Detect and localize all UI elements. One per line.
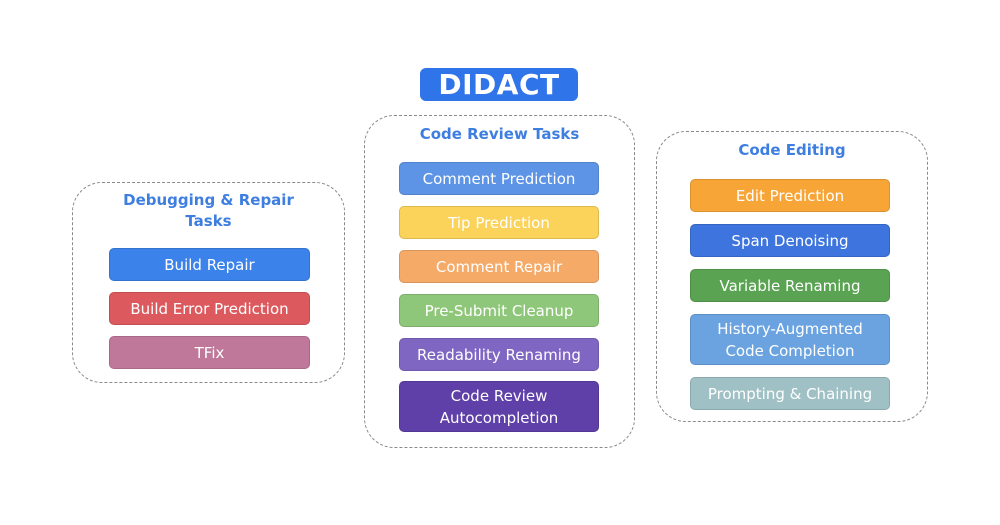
task-history-line1: History-Augmented (717, 319, 863, 338)
task-build-repair: Build Repair (109, 248, 310, 281)
task-variable-renaming: Variable Renaming (690, 269, 890, 302)
group-title-debugging-line2: Tasks (185, 212, 232, 230)
group-code-review: Code Review Tasks Comment Prediction Tip… (364, 115, 635, 448)
group-title-code-review: Code Review Tasks (419, 125, 580, 143)
task-readability-renaming: Readability Renaming (399, 338, 599, 371)
group-code-editing: Code Editing Edit Prediction Span Denois… (656, 131, 928, 422)
group-title-debugging-line1: Debugging & Repair (123, 191, 294, 209)
task-build-error-prediction: Build Error Prediction (109, 292, 310, 325)
task-code-review-line1: Code Review (450, 386, 548, 405)
task-tip-prediction: Tip Prediction (399, 206, 599, 239)
group-debugging-repair: Debugging & Repair Tasks Build Repair Bu… (72, 182, 345, 383)
task-code-review-line2: Autocompletion (439, 408, 559, 427)
diagram-title: DIDACT (420, 68, 578, 101)
task-tfix: TFix (109, 336, 310, 369)
task-code-review-autocompletion: Code Review Autocompletion (399, 381, 599, 432)
task-edit-prediction: Edit Prediction (690, 179, 890, 212)
task-history-augmented-code-completion: History-Augmented Code Completion (690, 314, 890, 365)
task-comment-repair: Comment Repair (399, 250, 599, 283)
task-pre-submit-cleanup: Pre-Submit Cleanup (399, 294, 599, 327)
group-title-code-editing: Code Editing (738, 141, 846, 159)
task-comment-prediction: Comment Prediction (399, 162, 599, 195)
task-prompting-chaining: Prompting & Chaining (690, 377, 890, 410)
task-history-line2: Code Completion (725, 341, 855, 360)
group-title-debugging: Debugging & Repair Tasks (73, 190, 344, 232)
task-span-denoising: Span Denoising (690, 224, 890, 257)
